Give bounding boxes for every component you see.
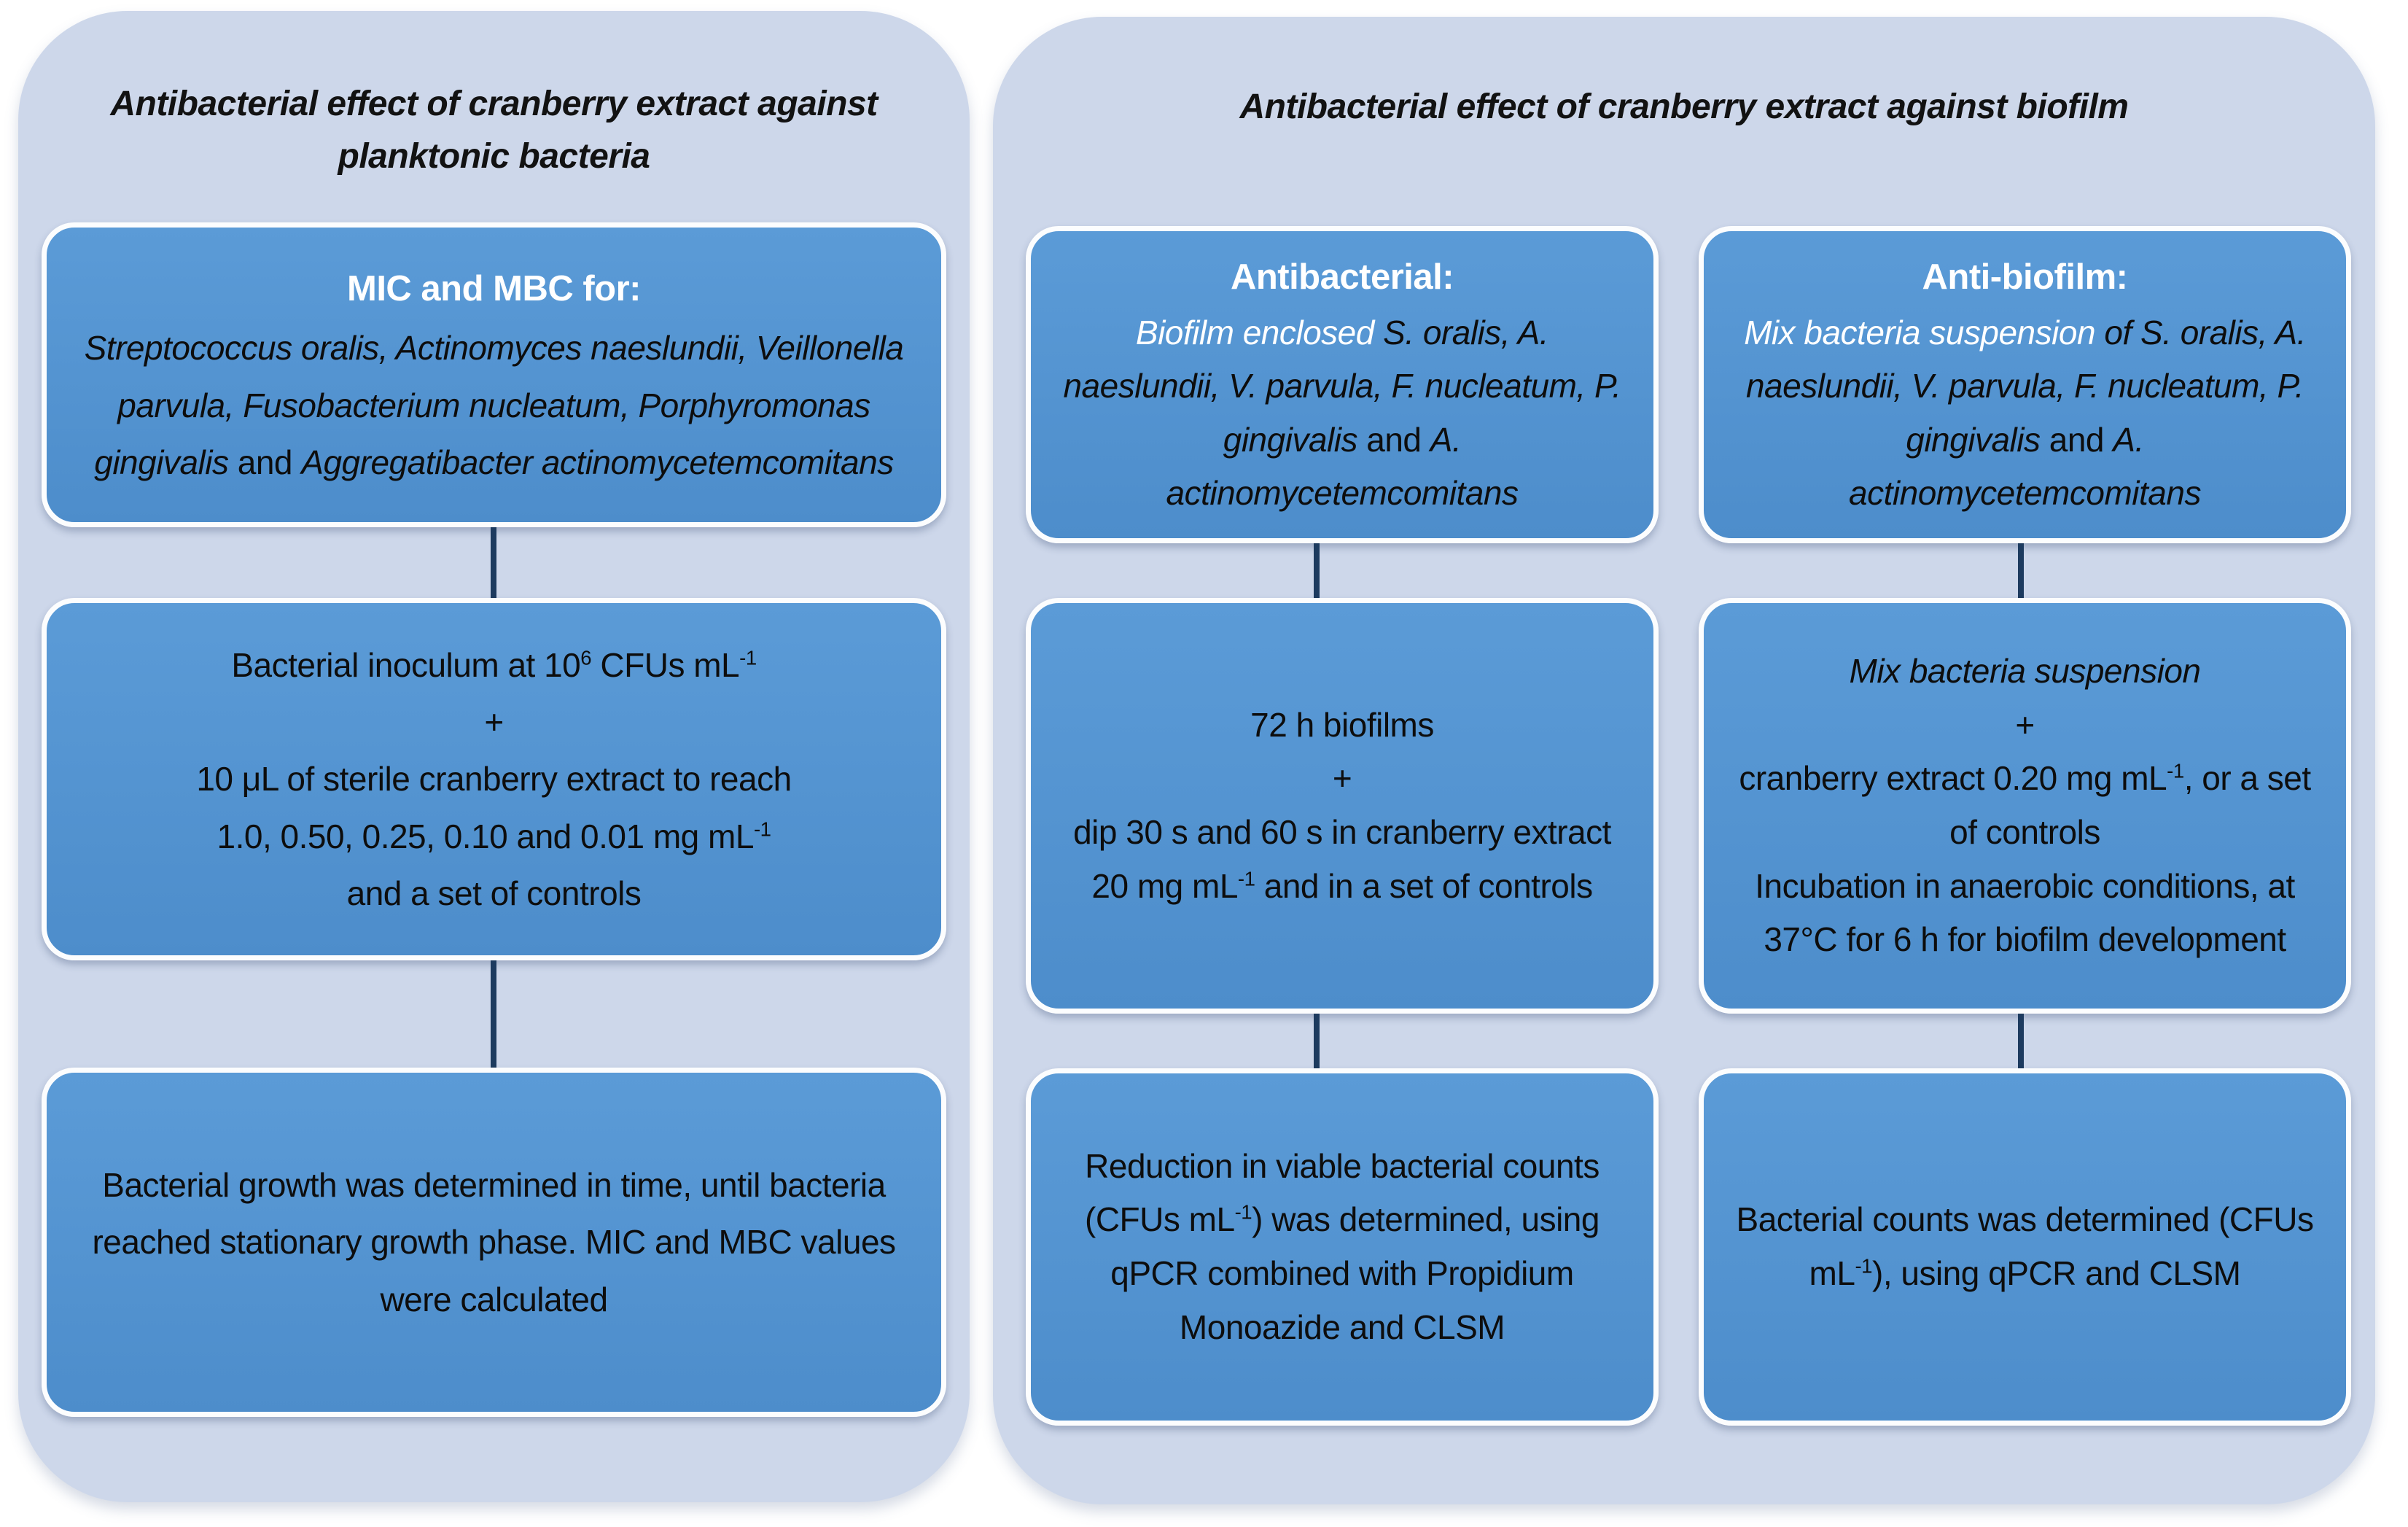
connector-line (491, 960, 496, 1068)
box-counts-qpcr-clsm: Bacterial counts was determined (CFUs mL… (1699, 1068, 2351, 1426)
box-72h-biofilms-dip-text: 72 h biofilms+dip 30 s and 60 s in cranb… (1073, 705, 1611, 905)
right-panel-title: Antibacterial effect of cranberry extrac… (1239, 88, 2129, 126)
box-72h-biofilms-dip: 72 h biofilms+dip 30 s and 60 s in cranb… (1026, 598, 1659, 1014)
box-antibacterial-species: Antibacterial:Biofilm enclosed S. oralis… (1026, 226, 1659, 543)
connector-line (2018, 1014, 2024, 1068)
box-inoculum-extract-text: Bacterial inoculum at 106 CFUs mL-1+10 μ… (196, 646, 792, 912)
box-viable-counts-qpcr: Reduction in viable bacterial counts (CF… (1026, 1068, 1659, 1426)
box-mix-suspension-incubation-text: Mix bacteria suspension+cranberry extrac… (1739, 652, 2311, 959)
box-antibiofilm-species-text: Anti-biofilm:Mix bacteria suspension of … (1744, 257, 2306, 513)
connector-line (1314, 543, 1320, 598)
box-growth-determination: Bacterial growth was determined in time,… (42, 1068, 946, 1417)
box-mix-suspension-incubation: Mix bacteria suspension+cranberry extrac… (1699, 598, 2351, 1014)
left-panel-planktonic: Antibacterial effect of cranberry extrac… (18, 11, 970, 1502)
box-antibacterial-species-text: Antibacterial:Biofilm enclosed S. oralis… (1063, 257, 1621, 513)
box-inoculum-extract: Bacterial inoculum at 106 CFUs mL-1+10 μ… (42, 598, 946, 960)
box-mic-mbc-text: MIC and MBC for:Streptococcus oralis, Ac… (84, 269, 904, 481)
left-panel-title: Antibacterial effect of cranberry extrac… (110, 85, 878, 176)
connector-line (1314, 1014, 1320, 1068)
box-antibiofilm-species: Anti-biofilm:Mix bacteria suspension of … (1699, 226, 2351, 543)
box-growth-determination-text: Bacterial growth was determined in time,… (92, 1166, 896, 1318)
right-panel-biofilm: Antibacterial effect of cranberry extrac… (993, 17, 2375, 1504)
box-mic-mbc: MIC and MBC for:Streptococcus oralis, Ac… (42, 222, 946, 527)
box-viable-counts-qpcr-text: Reduction in viable bacterial counts (CF… (1085, 1146, 1600, 1346)
box-counts-qpcr-clsm-text: Bacterial counts was determined (CFUs mL… (1736, 1200, 2314, 1292)
connector-line (2018, 543, 2024, 598)
connector-line (491, 527, 496, 598)
